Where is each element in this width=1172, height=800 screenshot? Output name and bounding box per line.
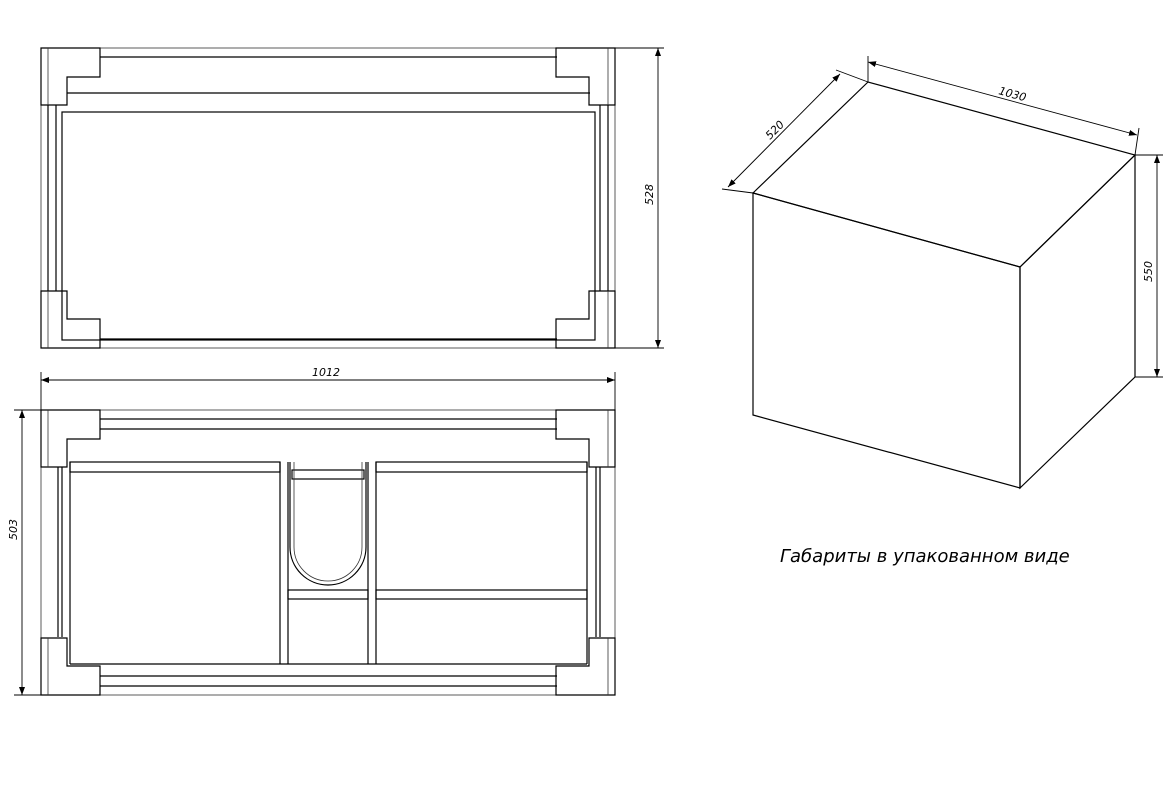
front-view: 1012 503 bbox=[7, 366, 616, 696]
top-view: 528 bbox=[40, 47, 664, 349]
dimension-1030: 1030 bbox=[867, 56, 1140, 156]
dimension-label: 1012 bbox=[312, 366, 340, 379]
corner-guard-icon bbox=[40, 409, 101, 468]
corner-guard-icon bbox=[555, 409, 616, 468]
dimension-503: 503 bbox=[7, 409, 41, 696]
box-front-face bbox=[752, 192, 1021, 489]
dimension-1012: 1012 bbox=[40, 366, 616, 410]
dimension-label: 520 bbox=[763, 118, 787, 142]
corner-guard-icon bbox=[555, 637, 616, 696]
corner-guard-icon bbox=[40, 47, 101, 106]
dimension-label: 503 bbox=[7, 519, 20, 540]
dimension-550: 550 bbox=[1135, 154, 1163, 378]
box-top-face bbox=[751, 81, 1137, 268]
corner-guard-icon bbox=[555, 47, 616, 106]
dimension-528: 528 bbox=[615, 47, 664, 349]
dimension-520: 520 bbox=[721, 69, 869, 194]
package-box-view: 520 1030 550 Габариты в упакованном виде bbox=[721, 56, 1163, 567]
dimension-label: 550 bbox=[1142, 261, 1155, 282]
package-caption: Габариты в упакованном виде bbox=[780, 546, 1070, 567]
dimension-label: 528 bbox=[643, 184, 656, 205]
box-side-face bbox=[1019, 153, 1136, 490]
